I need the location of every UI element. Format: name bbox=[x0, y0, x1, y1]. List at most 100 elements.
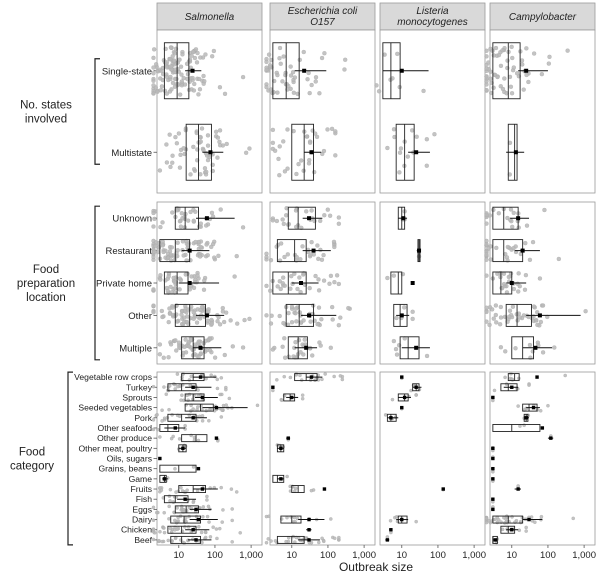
data-point bbox=[173, 134, 178, 140]
data-point bbox=[517, 284, 522, 289]
data-point bbox=[296, 337, 302, 343]
data-point bbox=[508, 84, 514, 89]
data-point bbox=[516, 289, 521, 294]
data-point bbox=[394, 315, 399, 321]
data-point bbox=[183, 272, 188, 277]
data-point bbox=[196, 76, 202, 82]
data-point bbox=[205, 498, 209, 502]
mean-marker bbox=[385, 538, 390, 542]
data-point bbox=[299, 378, 304, 382]
data-point bbox=[198, 221, 203, 226]
mean-marker bbox=[402, 395, 407, 400]
data-point bbox=[158, 88, 163, 93]
column-title-line: Campylobacter bbox=[509, 12, 577, 23]
data-point bbox=[391, 338, 397, 344]
data-point bbox=[191, 465, 196, 469]
data-point bbox=[277, 144, 282, 149]
data-point bbox=[273, 539, 278, 543]
data-point bbox=[186, 218, 191, 223]
data-point bbox=[318, 247, 323, 253]
data-point bbox=[167, 407, 171, 412]
data-point bbox=[169, 245, 174, 250]
data-point bbox=[333, 129, 338, 134]
data-point bbox=[151, 83, 156, 88]
data-point bbox=[316, 256, 321, 261]
data-point bbox=[298, 373, 302, 378]
data-point bbox=[264, 67, 269, 72]
data-point bbox=[171, 275, 176, 281]
data-point bbox=[524, 46, 529, 51]
data-point bbox=[220, 520, 224, 524]
mean-marker bbox=[414, 385, 418, 389]
x-tick-label: 1,000 bbox=[462, 550, 486, 561]
data-point bbox=[198, 351, 203, 356]
data-point bbox=[285, 515, 289, 520]
data-point bbox=[293, 486, 298, 491]
data-point bbox=[304, 134, 309, 139]
data-point bbox=[530, 239, 536, 245]
data-point bbox=[235, 321, 240, 326]
data-point bbox=[509, 44, 514, 49]
category-label: Chicken bbox=[121, 525, 152, 535]
data-point bbox=[218, 526, 222, 531]
data-point bbox=[421, 88, 426, 94]
data-point bbox=[170, 54, 175, 59]
mean-marker bbox=[307, 216, 312, 221]
data-point bbox=[205, 253, 210, 258]
data-point bbox=[268, 288, 273, 293]
row-group-title-line: Food bbox=[33, 264, 59, 276]
mean-marker bbox=[309, 150, 314, 155]
data-point bbox=[167, 494, 172, 498]
data-point bbox=[493, 517, 498, 522]
mean-marker bbox=[399, 68, 404, 73]
data-point bbox=[526, 79, 531, 85]
data-point bbox=[294, 224, 299, 230]
data-point bbox=[179, 398, 183, 402]
data-point bbox=[212, 355, 218, 360]
data-point bbox=[204, 242, 209, 247]
data-point bbox=[565, 48, 570, 53]
data-point bbox=[193, 209, 198, 214]
data-point bbox=[154, 62, 159, 67]
data-point bbox=[170, 210, 175, 215]
data-point bbox=[151, 418, 156, 422]
data-point bbox=[151, 78, 156, 83]
data-point bbox=[511, 210, 516, 216]
mean-marker bbox=[491, 395, 495, 400]
data-point bbox=[484, 221, 489, 226]
data-point bbox=[539, 514, 544, 519]
row-bracket bbox=[67, 371, 73, 546]
data-point bbox=[333, 153, 338, 158]
data-point bbox=[524, 529, 528, 533]
data-point bbox=[177, 287, 182, 292]
mean-marker bbox=[527, 517, 531, 522]
data-point bbox=[164, 74, 169, 79]
mean-marker bbox=[311, 248, 316, 253]
data-point bbox=[151, 303, 156, 308]
mean-marker bbox=[279, 446, 283, 451]
data-point bbox=[494, 320, 499, 325]
mean-marker bbox=[304, 345, 309, 350]
data-point bbox=[158, 277, 163, 282]
data-point bbox=[174, 348, 179, 353]
mean-marker bbox=[400, 517, 404, 522]
mean-marker bbox=[400, 405, 404, 410]
data-point bbox=[484, 520, 489, 525]
data-point bbox=[196, 405, 200, 409]
mean-marker bbox=[400, 375, 404, 379]
data-point bbox=[175, 319, 180, 324]
data-point bbox=[522, 287, 528, 292]
data-point bbox=[315, 243, 320, 248]
data-point bbox=[181, 75, 186, 81]
mean-marker bbox=[214, 436, 219, 440]
data-point bbox=[183, 337, 188, 342]
data-point bbox=[230, 344, 235, 349]
data-point bbox=[215, 135, 221, 140]
data-point bbox=[199, 404, 203, 408]
data-point bbox=[298, 289, 303, 295]
mean-marker bbox=[190, 68, 195, 73]
data-point bbox=[288, 375, 293, 380]
data-point bbox=[295, 286, 300, 292]
x-tick-label: 10 bbox=[396, 550, 407, 561]
data-point bbox=[487, 305, 493, 310]
